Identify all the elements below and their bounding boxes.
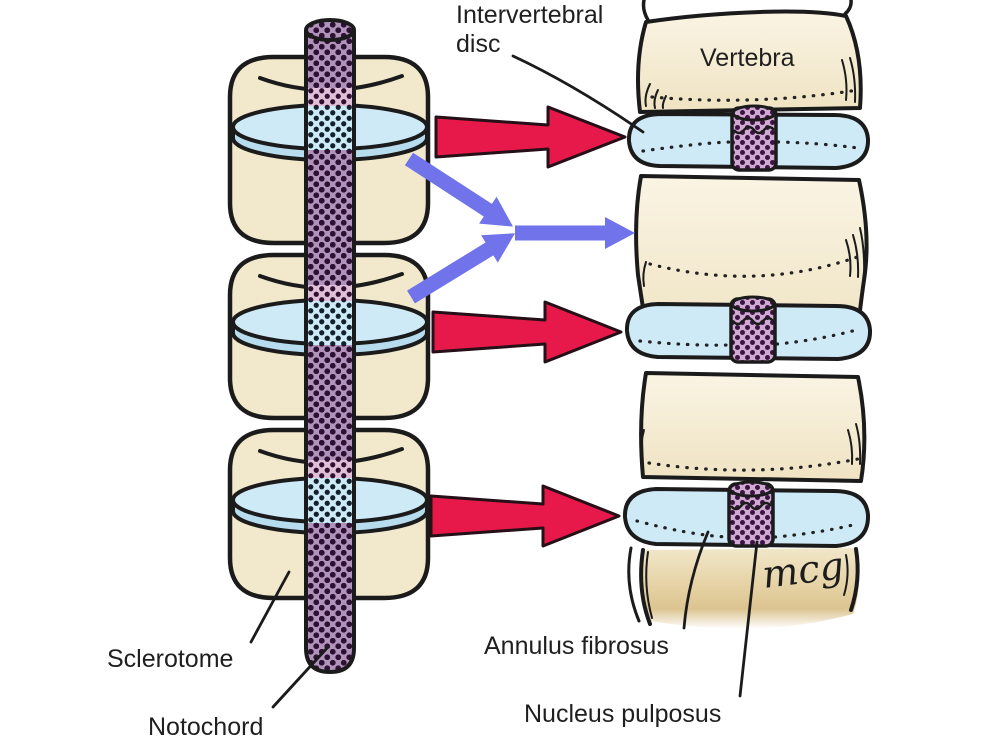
leader-nucleus-pulposus (738, 540, 759, 698)
label-intervertebral-disc-line1: Intervertebral (456, 1, 603, 29)
blue-arrow-merged (515, 217, 635, 249)
red-arrow-middle (431, 300, 623, 364)
notochord-top-cap (304, 18, 356, 42)
dotted-lines (635, 88, 862, 539)
vertebra-3 (639, 371, 867, 483)
leader-annulus-fibrosus (682, 530, 710, 630)
leader-intervertebral-disc (511, 54, 645, 134)
label-nucleus-pulposus: Nucleus pulposus (524, 700, 721, 728)
leader-notochord (271, 645, 330, 709)
column-continuation-strokes (641, 0, 853, 22)
label-intervertebral-disc-line2: disc (456, 30, 500, 58)
artist-signature: mcg (760, 543, 846, 597)
leader-lines (249, 54, 759, 709)
label-vertebra: Vertebra (700, 44, 795, 72)
vertebral-column (622, 0, 873, 629)
blue-arrow-lower (407, 233, 516, 304)
nucleus-pulposus-1 (730, 104, 778, 172)
label-sclerotome: Sclerotome (107, 645, 233, 673)
vertebra-1 (636, 9, 863, 114)
leader-sclerotome (249, 570, 291, 644)
vertebra-4-edges (627, 546, 860, 626)
blue-arrow-upper (404, 152, 513, 227)
red-arrow-bottom (429, 484, 621, 548)
hatch-lines (640, 49, 866, 465)
sclerotome-stack (227, 18, 431, 675)
nucleus-pulposus-2 (729, 295, 777, 364)
label-notochord: Notochord (148, 713, 263, 741)
notochord-rod (304, 18, 356, 675)
nucleus-pulposus-3 (727, 480, 775, 548)
red-arrow-top (434, 105, 627, 169)
label-annulus-fibrosus: Annulus fibrosus (484, 632, 669, 660)
